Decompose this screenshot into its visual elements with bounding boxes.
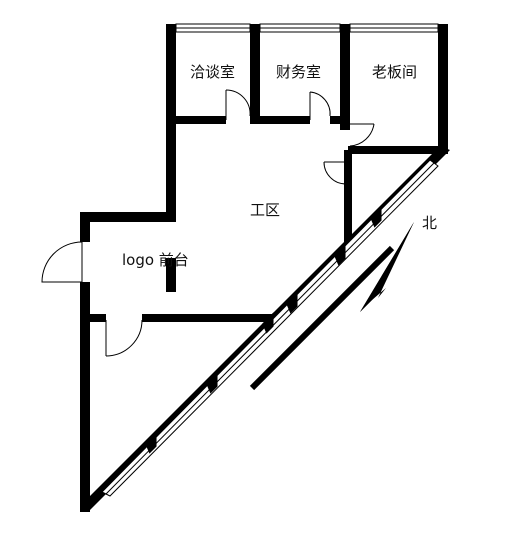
window-icon [175,23,251,33]
door-swing-icon [105,319,143,357]
door-swing-icon [348,123,375,147]
room-label-boss: 老板间 [372,63,417,81]
front-desk-walls [80,212,272,512]
door-swing-icon [309,91,331,120]
window-icon [259,23,341,33]
room-label-work-area: 工区 [250,201,280,219]
top-windows [166,23,448,33]
door-swing-icon [41,241,83,283]
door-swing-icon [323,161,347,185]
north-label: 北 [422,214,437,232]
room-label-finance: 财务室 [276,63,321,81]
room-label-front-desk: logo 前台 [122,251,189,269]
work-area-walls [166,124,352,292]
diagonal-wall [80,146,450,510]
window-icon [349,23,439,33]
north-arrow-icon [249,222,414,391]
top-rooms-walls [166,26,448,154]
door-swing-icon [225,89,251,120]
room-label-meeting: 洽谈室 [190,63,235,81]
